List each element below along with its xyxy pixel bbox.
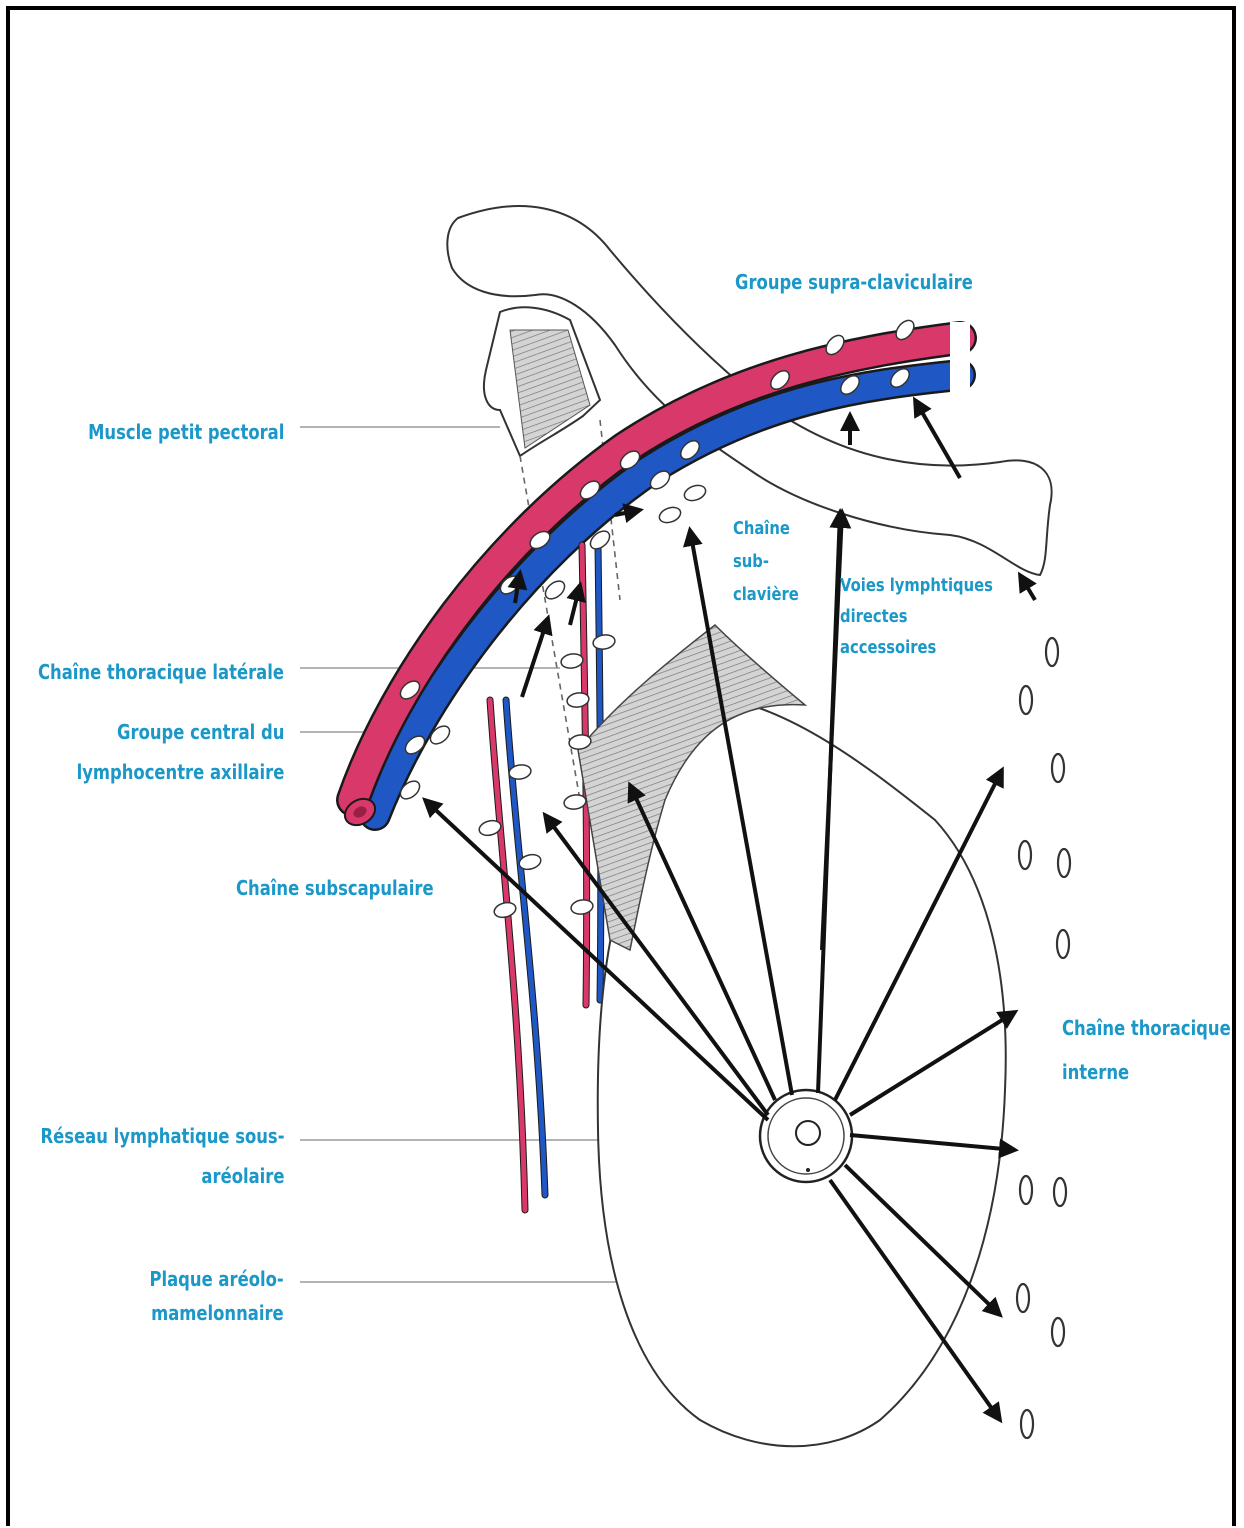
label-areola-plate: Plaque aréolo- mamelonnaire: [150, 1262, 284, 1330]
label-direct-line-2: directes: [840, 601, 993, 632]
pectoral-minor-upper: [484, 307, 600, 456]
label-internal-line-2: interne: [1062, 1050, 1231, 1094]
lymph-node-icon: [1020, 1176, 1032, 1204]
label-subclavian-chain: Chaîne sub- clavière: [733, 512, 799, 611]
label-subclavian-line-3: clavière: [733, 578, 799, 611]
lymph-node-icon: [1021, 1410, 1033, 1438]
lymph-node-icon: [493, 900, 518, 919]
label-supra-clavicular: Groupe supra-claviculaire: [735, 262, 973, 302]
label-central-line-1: Groupe central du: [76, 712, 284, 752]
label-pectoral-muscle: Muscle petit pectoral: [88, 412, 284, 452]
lymph-node-icon: [1017, 1284, 1029, 1312]
label-areola-line-1: Plaque aréolo-: [150, 1262, 284, 1296]
label-subclavian-line-1: Chaîne: [733, 512, 799, 545]
label-central-group: Groupe central du lymphocentre axillaire: [76, 712, 284, 792]
label-subareolar-line-1: Réseau lymphatique sous-: [40, 1116, 284, 1156]
label-lateral-thoracic: Chaîne thoracique latérale: [38, 652, 284, 692]
label-direct-line-3: accessoires: [840, 632, 993, 663]
lymph-node-icon: [1054, 1178, 1066, 1206]
label-direct-line-1: Voies lymphtiques: [840, 570, 993, 601]
lymph-node-icon: [1020, 686, 1032, 714]
lymph-node-icon: [1019, 841, 1031, 869]
label-internal-line-1: Chaîne thoracique: [1062, 1006, 1231, 1050]
lymph-node-icon: [1058, 849, 1070, 877]
lymph-node-icon: [1052, 1318, 1064, 1346]
lymph-node-icon: [560, 652, 584, 670]
label-direct-pathways: Voies lymphtiques directes accessoires: [840, 570, 993, 663]
lymph-node-icon: [1046, 638, 1058, 666]
label-subscapular: Chaîne subscapulaire: [236, 868, 434, 908]
label-areola-line-2: mamelonnaire: [150, 1296, 284, 1330]
arrow-icon: [570, 585, 580, 625]
label-internal-thoracic: Chaîne thoracique interne: [1062, 1006, 1231, 1094]
arrow-icon: [522, 618, 548, 697]
lymph-node-icon: [570, 898, 594, 916]
label-central-line-2: lymphocentre axillaire: [76, 752, 284, 792]
lymph-node-icon: [1057, 930, 1069, 958]
lymph-node-icon: [542, 578, 568, 603]
label-subareolar-line-2: aréolaire: [40, 1156, 284, 1196]
lymph-node-icon: [682, 483, 707, 504]
lymph-node-icon: [657, 505, 682, 526]
lymph-node-icon: [592, 633, 616, 651]
lymph-node-icon: [1052, 754, 1064, 782]
label-subclavian-line-2: sub-: [733, 545, 799, 578]
arrow-icon: [1020, 575, 1035, 600]
nipple-areola: [760, 1090, 852, 1182]
label-subareolar-network: Réseau lymphatique sous- aréolaire: [40, 1116, 284, 1196]
